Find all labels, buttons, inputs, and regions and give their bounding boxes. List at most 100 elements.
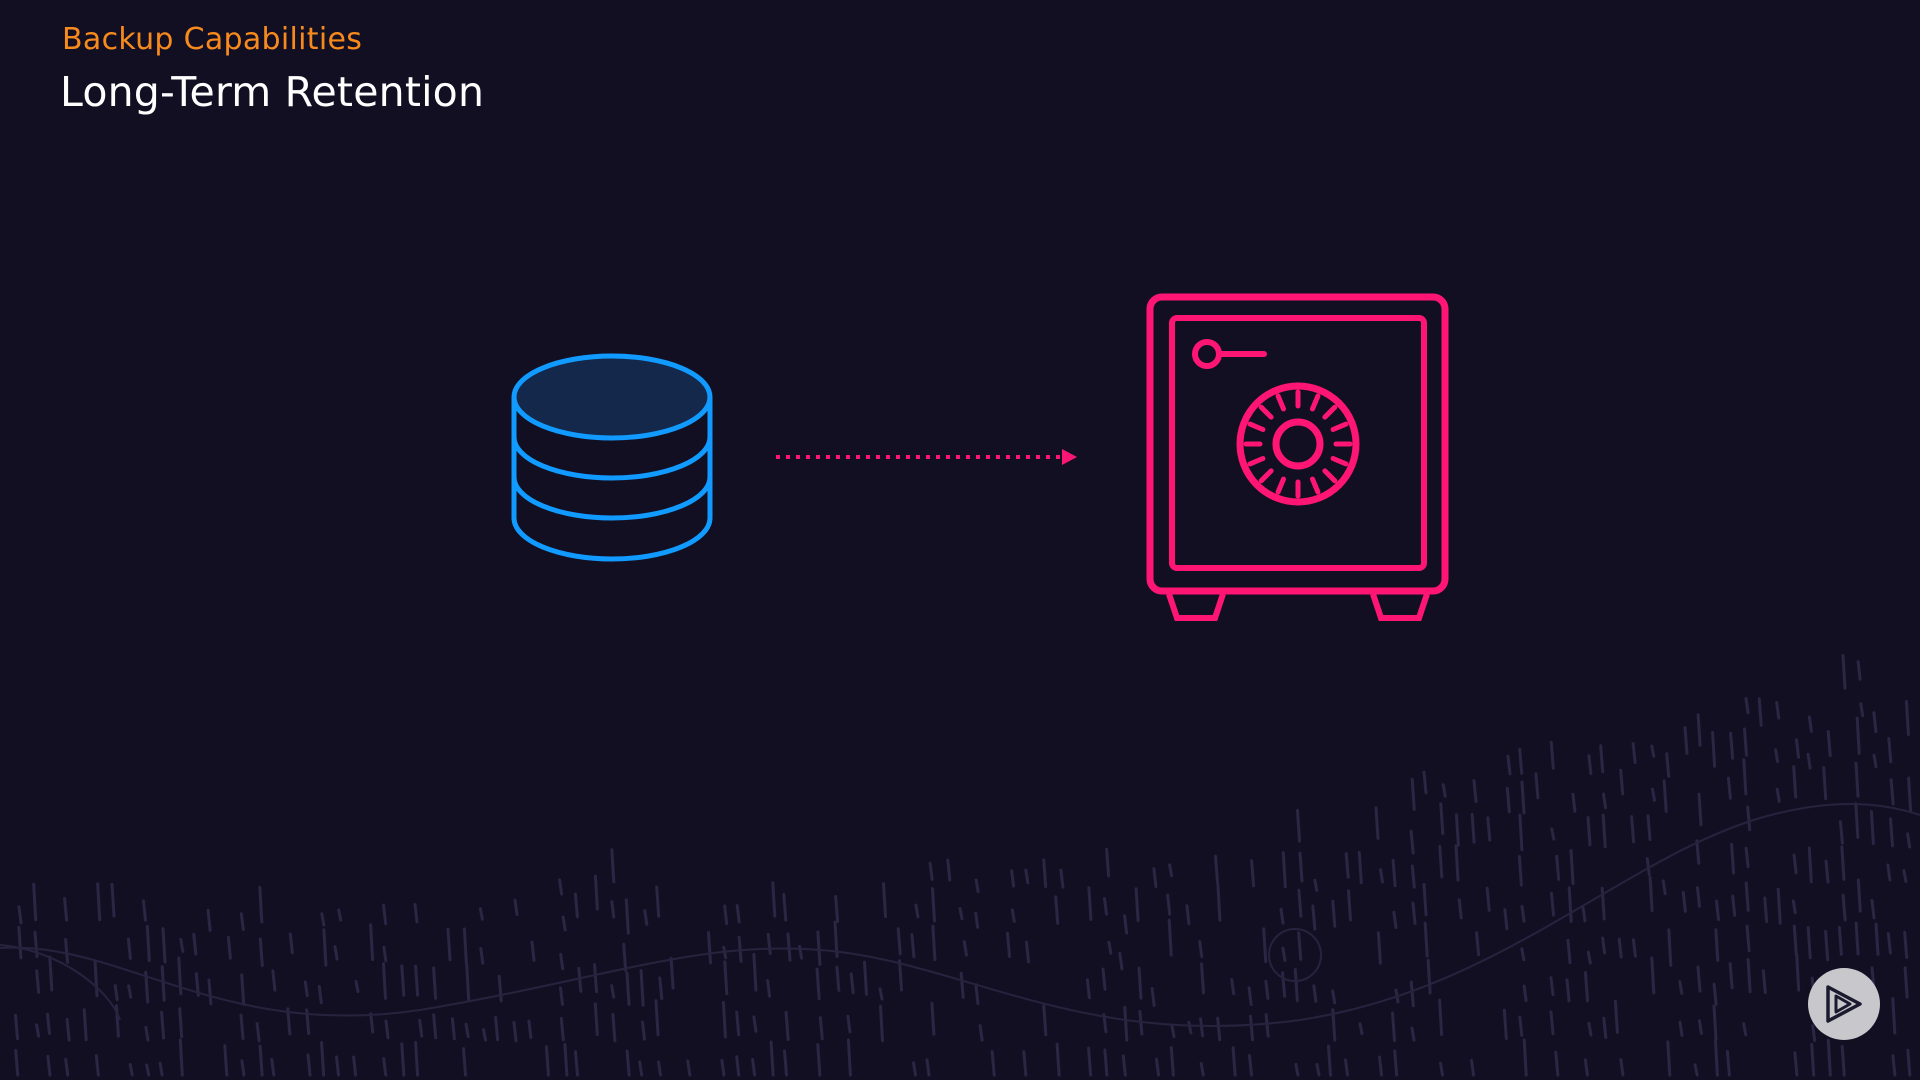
background-dash <box>1792 924 1798 957</box>
dial-tick <box>1247 421 1266 432</box>
background-dash <box>928 861 934 881</box>
background-dash <box>1586 950 1592 965</box>
play-icon <box>1826 985 1862 1023</box>
background-dash <box>1586 816 1592 847</box>
background-dash <box>1315 1063 1321 1077</box>
background-dash <box>558 878 564 896</box>
background-dash <box>1169 1046 1175 1077</box>
background-dash <box>1599 744 1605 774</box>
background-dash <box>1869 810 1875 845</box>
background-dash <box>1216 883 1222 922</box>
background-dash <box>1502 1008 1508 1040</box>
background-dash <box>400 964 406 997</box>
background-dash <box>641 1020 646 1041</box>
background-dash <box>1264 979 1270 1000</box>
background-dash <box>1889 778 1895 806</box>
background-dash <box>271 969 277 992</box>
background-dash <box>482 1028 487 1042</box>
background-dash <box>1247 986 1253 1006</box>
background-dash <box>959 971 965 999</box>
background-dash <box>512 1020 518 1043</box>
background-dash <box>751 1058 757 1077</box>
background-dash <box>925 1058 931 1077</box>
background-dash <box>946 858 952 882</box>
background-dash <box>931 924 937 962</box>
background-dash <box>766 979 772 998</box>
background-dash <box>1312 984 1318 1003</box>
background-dash <box>1746 805 1752 832</box>
dial-tick <box>1275 393 1286 412</box>
background-dash <box>382 1057 388 1077</box>
background-dash <box>258 937 264 967</box>
background-dash <box>1198 940 1204 959</box>
background-dash <box>1903 930 1909 959</box>
background-dash <box>723 904 729 926</box>
background-dash <box>1757 697 1763 727</box>
background-dash <box>1024 868 1030 885</box>
background-dash <box>1887 737 1893 764</box>
background-dash <box>1518 1015 1524 1037</box>
background-dash <box>1439 1061 1444 1077</box>
background-dash <box>1439 802 1445 836</box>
dial-tick <box>1310 476 1321 495</box>
background-dash <box>1742 1022 1748 1037</box>
background-dash <box>462 927 468 966</box>
background-dash <box>1378 1055 1383 1077</box>
background-dash <box>1791 899 1797 915</box>
background-dash <box>655 885 661 918</box>
background-dash <box>1696 713 1702 747</box>
background-dash <box>1250 859 1256 888</box>
background-dash <box>610 900 616 919</box>
background-dash <box>1712 1004 1718 1041</box>
background-dash <box>127 984 133 999</box>
background-dash <box>418 1018 424 1038</box>
background-dash <box>735 1010 741 1037</box>
pluralsight-logo-badge <box>1808 968 1880 1040</box>
background-dash <box>563 1043 569 1077</box>
background-dash <box>1331 989 1337 1005</box>
background-dash <box>352 1055 358 1077</box>
background-dash <box>1631 742 1637 764</box>
background-dash <box>643 909 649 926</box>
background-dash <box>462 1047 467 1077</box>
background-dash <box>1889 817 1894 848</box>
background-dash <box>1678 1020 1684 1037</box>
background-dash <box>593 874 599 911</box>
background-dash <box>1587 1021 1593 1037</box>
background-dash <box>1042 1004 1048 1037</box>
background-dash <box>1824 859 1830 884</box>
background-dash <box>1619 1058 1625 1077</box>
background-dash <box>1667 928 1673 967</box>
background-dash <box>1630 815 1636 844</box>
background-dash <box>306 1053 312 1077</box>
background-dash <box>432 966 438 1000</box>
background-dash <box>1281 971 1287 998</box>
background-dash <box>1807 846 1813 884</box>
background-dash <box>1854 761 1860 798</box>
background-dash <box>113 984 119 1002</box>
background-dash <box>1042 858 1048 889</box>
background-dash <box>815 967 821 1001</box>
background-dash <box>446 927 452 962</box>
background-dash <box>1584 971 1589 1003</box>
background-dash <box>1409 980 1415 1008</box>
background-dash <box>816 1043 822 1077</box>
background-dash <box>1826 1038 1832 1077</box>
background-dash <box>878 987 884 1001</box>
dial-tick <box>1330 456 1349 467</box>
background-dash <box>1661 879 1667 896</box>
background-dash <box>1392 910 1398 929</box>
background-dash <box>179 937 185 953</box>
background-dash <box>145 924 151 963</box>
background-dash <box>1022 1050 1028 1077</box>
background-dash <box>382 962 387 1000</box>
background-dash <box>239 912 245 932</box>
background-dash <box>1475 931 1481 957</box>
background-dash <box>384 1019 390 1040</box>
background-dash <box>1550 891 1555 917</box>
background-dash <box>1903 966 1909 999</box>
background-dash <box>513 898 519 917</box>
background-dash <box>879 1004 884 1043</box>
background-dash <box>783 1049 788 1077</box>
